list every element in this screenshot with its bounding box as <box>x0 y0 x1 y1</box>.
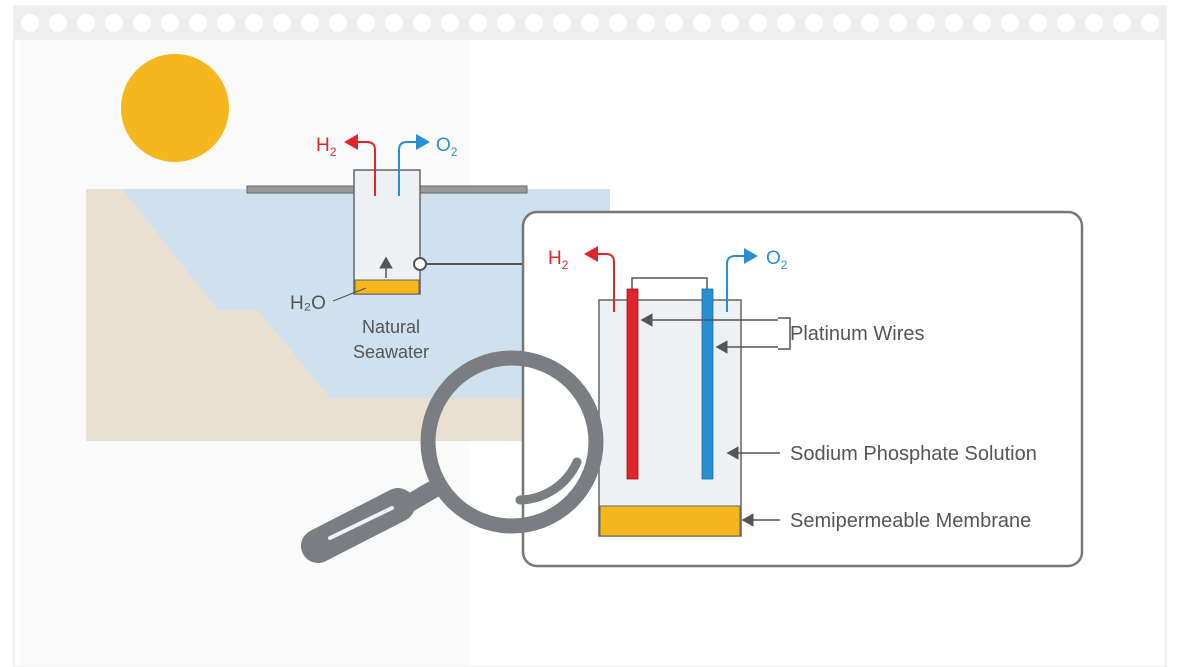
binding-hole <box>917 14 935 32</box>
binding-hole <box>945 14 963 32</box>
sun-icon <box>121 54 229 162</box>
binding-hole <box>861 14 879 32</box>
binding-hole <box>1029 14 1047 32</box>
solution-label: Sodium Phosphate Solution <box>790 443 1037 465</box>
wire-callout-bracket <box>778 317 791 350</box>
binding-hole <box>1141 14 1159 32</box>
binding-hole <box>77 14 95 32</box>
binding-hole <box>553 14 571 32</box>
zoom-connector-node <box>413 257 427 271</box>
binding-hole <box>721 14 739 32</box>
binding-hole <box>525 14 543 32</box>
binding-hole <box>805 14 823 32</box>
binding-hole <box>357 14 375 32</box>
small-electrolysis-cell <box>353 169 421 295</box>
binding-hole <box>49 14 67 32</box>
binding-hole <box>833 14 851 32</box>
membrane-label: Semipermeable Membrane <box>790 510 1031 532</box>
binding-hole <box>749 14 767 32</box>
binding-hole <box>581 14 599 32</box>
binding-hole <box>273 14 291 32</box>
seawater-label-line2: Seawater <box>353 342 429 362</box>
small-h2-arrow <box>344 134 376 196</box>
platinum-wire-cathode <box>626 288 639 480</box>
binding-hole <box>245 14 263 32</box>
wire-bridge <box>631 277 708 290</box>
h2o-pointer-line <box>332 287 367 302</box>
small-o2-label: O2 <box>436 135 458 159</box>
binding-hole <box>189 14 207 32</box>
platinum-wires-label: Platinum Wires <box>790 323 924 345</box>
binding-hole <box>217 14 235 32</box>
binding-hole <box>413 14 431 32</box>
binding-hole <box>1085 14 1103 32</box>
small-o2-arrow <box>398 134 430 196</box>
binding-hole <box>329 14 347 32</box>
binding-hole <box>665 14 683 32</box>
binding-hole <box>21 14 39 32</box>
binding-hole <box>777 14 795 32</box>
seawater-label-line1: Natural <box>362 317 420 337</box>
binding-holes <box>21 14 1159 32</box>
detail-membrane <box>599 505 741 537</box>
binding-hole <box>1113 14 1131 32</box>
h2o-label: H₂O <box>290 293 326 314</box>
binding-hole <box>609 14 627 32</box>
detail-electrolysis-cell <box>598 299 742 537</box>
binding-hole <box>469 14 487 32</box>
binding-hole <box>385 14 403 32</box>
binding-hole <box>889 14 907 32</box>
small-h2-label: H2 <box>316 135 337 159</box>
binding-hole <box>973 14 991 32</box>
binding-hole <box>441 14 459 32</box>
binding-hole <box>301 14 319 32</box>
shore-sand <box>86 189 610 441</box>
binding-hole <box>693 14 711 32</box>
binding-hole <box>1001 14 1019 32</box>
detail-o2-arrow <box>726 248 758 312</box>
platinum-wire-anode <box>701 288 714 480</box>
detail-h2-arrow <box>584 246 615 312</box>
small-membrane <box>354 279 420 295</box>
binding-hole <box>105 14 123 32</box>
detail-o2-label: O2 <box>766 248 788 272</box>
binding-hole <box>637 14 655 32</box>
magnifying-glass-icon <box>301 350 604 563</box>
binding-hole <box>133 14 151 32</box>
binding-hole <box>497 14 515 32</box>
detail-h2-label: H2 <box>548 248 569 272</box>
binding-hole <box>161 14 179 32</box>
binding-hole <box>1057 14 1075 32</box>
